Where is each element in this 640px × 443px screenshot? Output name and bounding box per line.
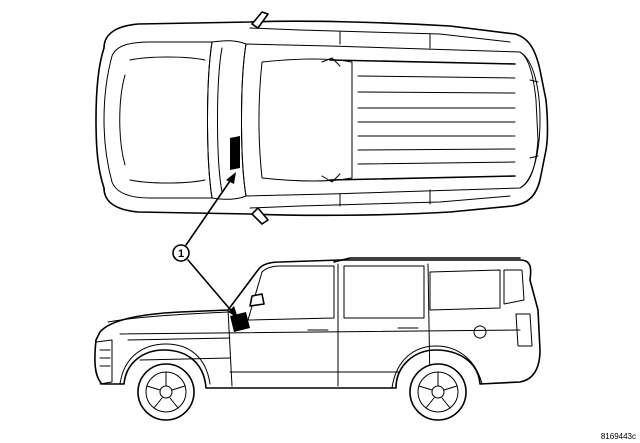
leader-line-top: [185, 177, 233, 246]
label-location-top: [230, 136, 240, 170]
arrowhead-side: [228, 306, 238, 318]
callout-1: 1: [172, 172, 238, 318]
vehicle-side-view: [94, 257, 541, 421]
callout-circle: [172, 244, 190, 262]
arrowhead-top: [226, 172, 236, 184]
label-location-side: [230, 312, 250, 332]
leader-line-side: [187, 259, 235, 315]
figure-code: 8169443c: [600, 432, 636, 441]
callout-number: 1: [178, 248, 184, 260]
vehicle-top-view: [95, 11, 549, 225]
